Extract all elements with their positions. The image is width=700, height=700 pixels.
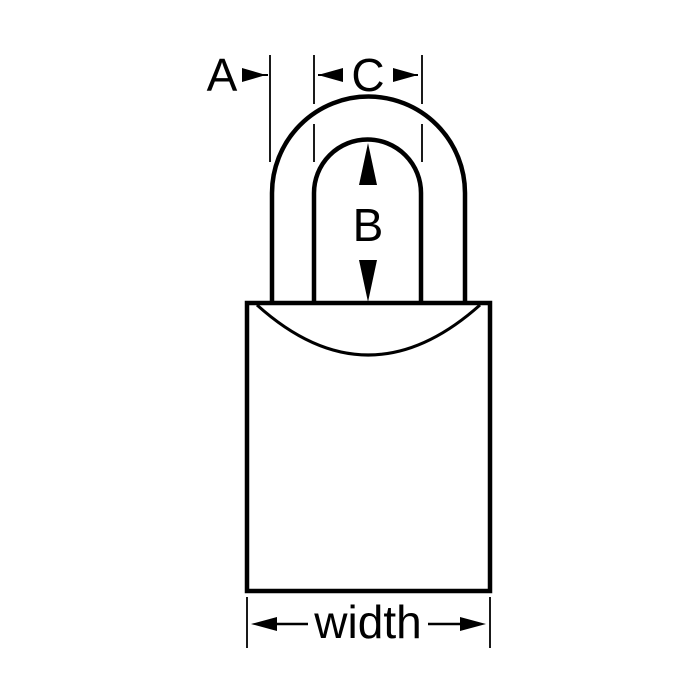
dimension-b: B [353, 143, 384, 302]
label-a: A [207, 49, 238, 101]
arrow-left-icon [251, 617, 277, 631]
outer-shackle [269, 94, 468, 302]
dimension-c: C [313, 49, 423, 162]
label-width: width [313, 596, 421, 648]
arrow-right-icon [460, 617, 486, 631]
lock-body [244, 300, 493, 594]
dimension-a: A [207, 49, 271, 162]
label-c: C [351, 49, 384, 101]
label-b: B [353, 199, 384, 251]
arrow-down-icon [359, 260, 377, 302]
lock-body-arc [255, 303, 481, 357]
arrow-up-icon [359, 143, 377, 185]
inner-shackle [311, 137, 424, 302]
dimension-width: width [246, 596, 491, 648]
